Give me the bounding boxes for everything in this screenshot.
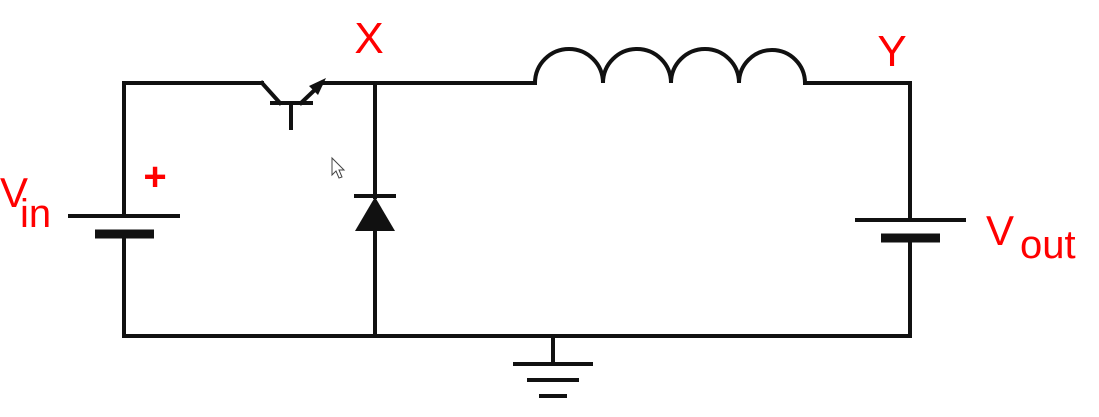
circuit-labels: X Y + V in V out: [0, 14, 1076, 267]
ground-symbol: [513, 336, 593, 398]
wire-y-to-output: [803, 81, 912, 222]
transistor-emitter-lead: [259, 80, 283, 106]
diode-triangle: [355, 197, 395, 231]
node-y-label: Y: [877, 27, 906, 76]
vin-label-main: V: [0, 169, 28, 216]
input-battery: [68, 214, 180, 239]
vin-label-sub: in: [20, 192, 51, 236]
wire-top-left: [122, 81, 264, 218]
diode: [354, 194, 396, 231]
vout-label-sub: out: [1020, 223, 1076, 267]
circuit-wires: [122, 81, 912, 338]
wire-bottom-left: [122, 234, 377, 338]
transistor-arrow-icon: [309, 78, 326, 95]
wire-bottom-rail: [373, 236, 912, 338]
transistor-switch: [259, 78, 326, 130]
vin-polarity-label: +: [143, 155, 166, 199]
vout-label-main: V: [986, 207, 1014, 254]
inductor: [532, 47, 808, 86]
node-x-label: X: [354, 14, 383, 63]
output-battery: [855, 218, 966, 243]
mouse-cursor-icon: [331, 156, 346, 179]
inductor-coil: [532, 47, 808, 86]
